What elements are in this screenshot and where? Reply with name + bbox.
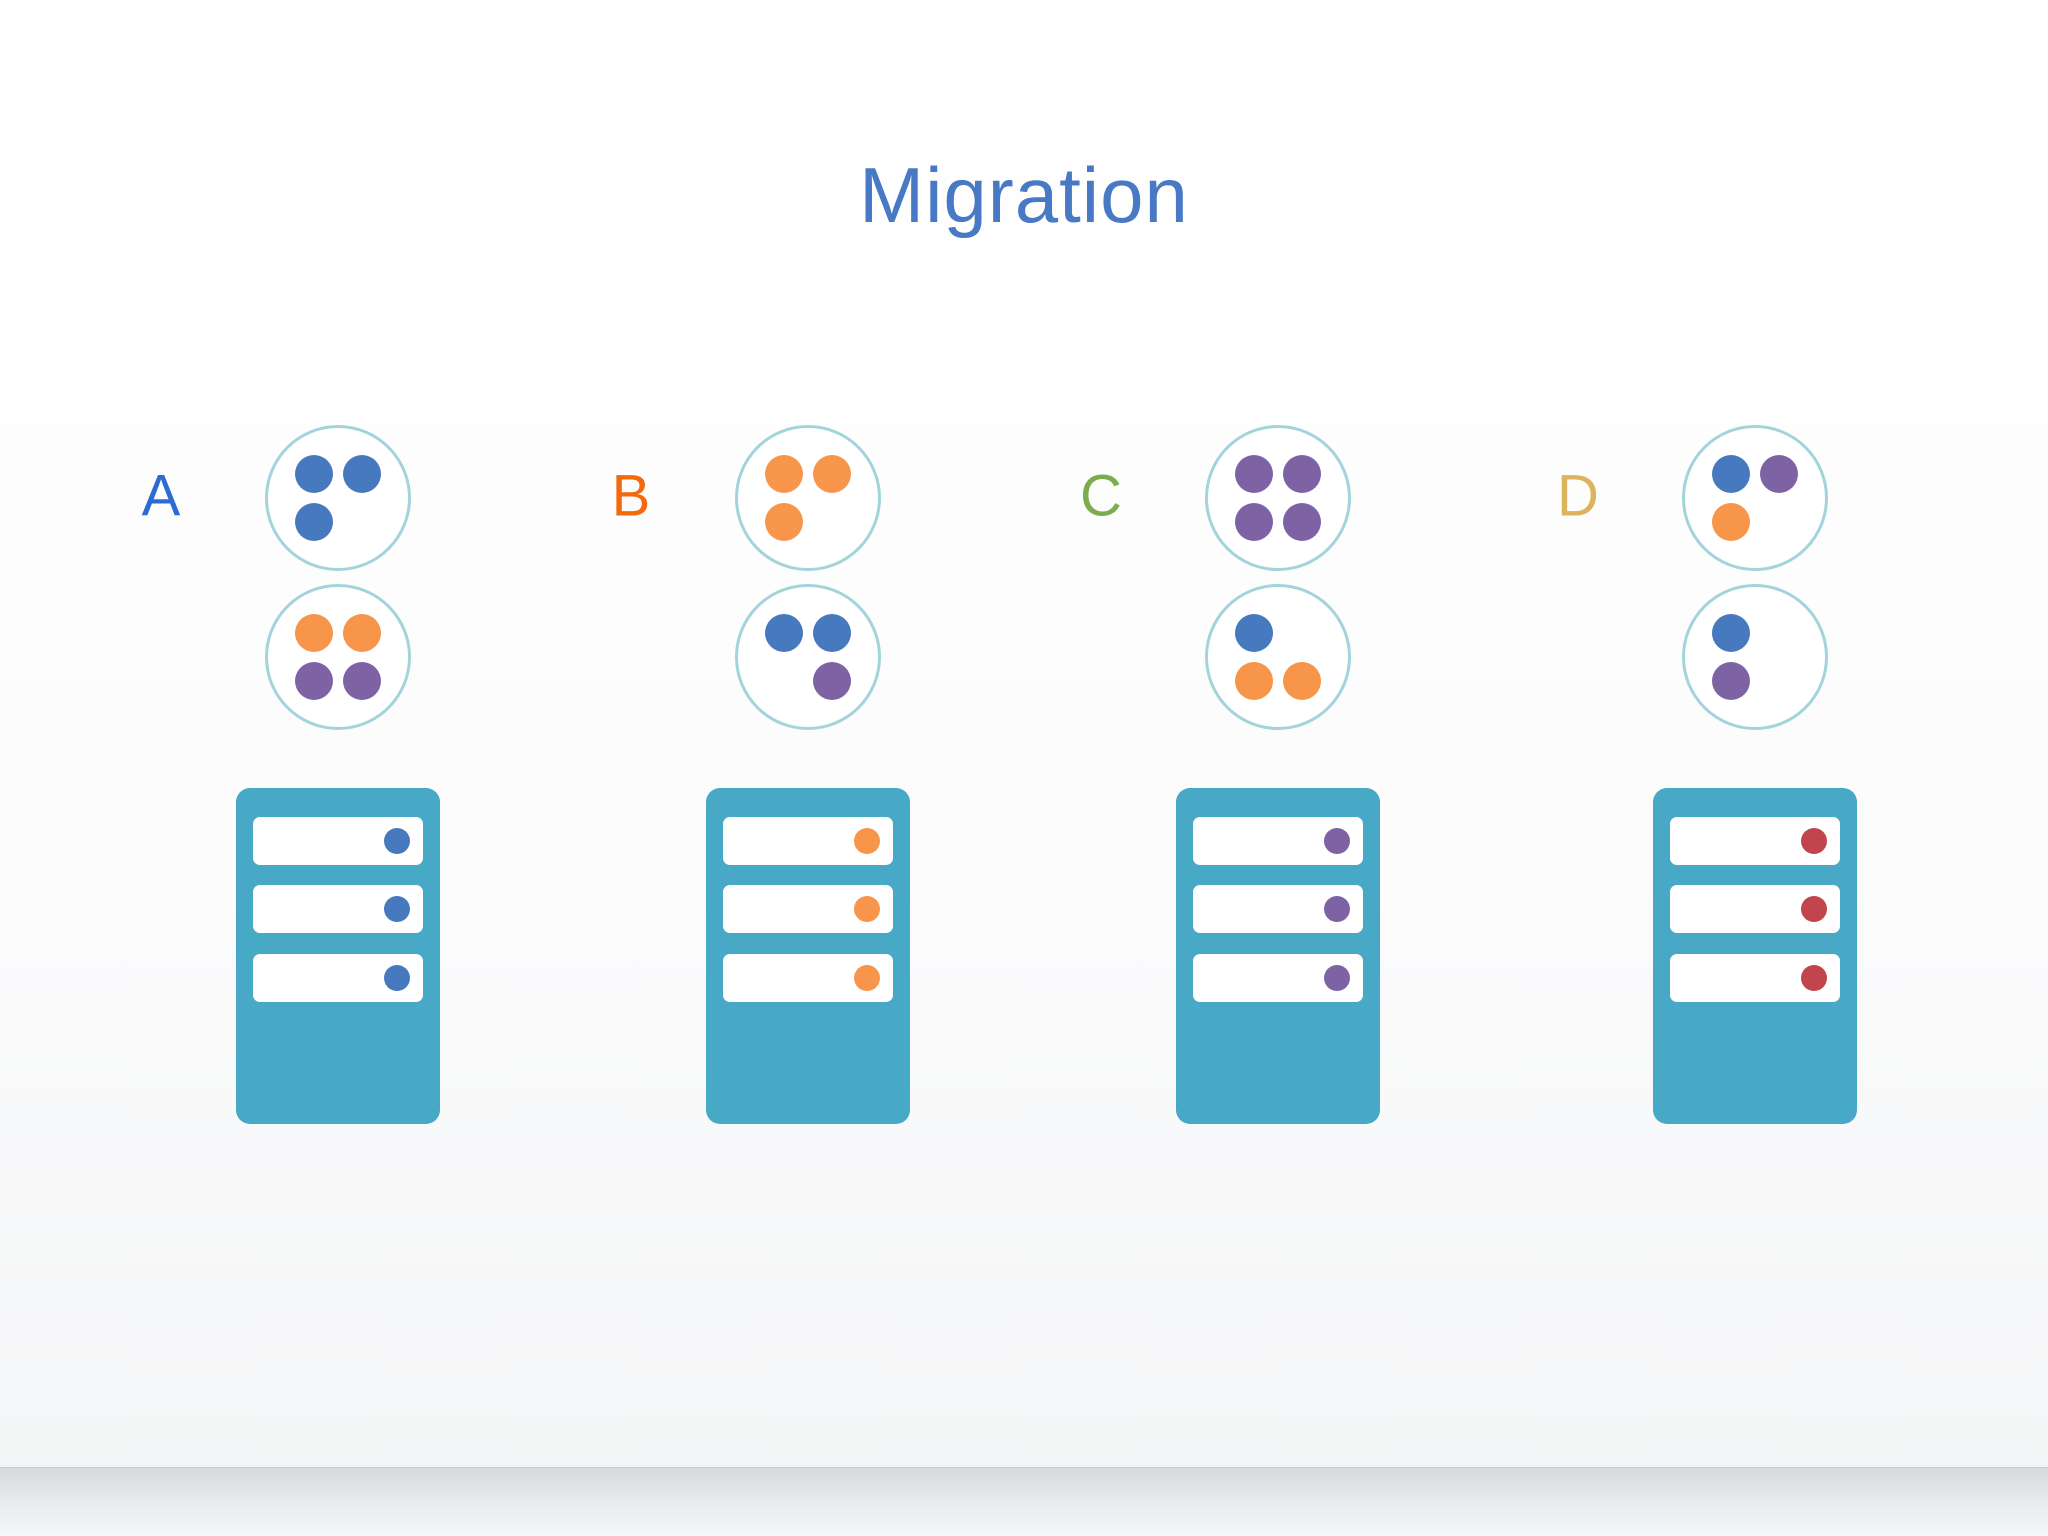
server-slot <box>1670 817 1840 865</box>
server-slot <box>253 817 423 865</box>
vm-pool-circle <box>735 584 881 730</box>
host-label: C <box>1080 463 1122 529</box>
vm-pool-circle <box>1205 584 1351 730</box>
vm-dot <box>765 614 803 652</box>
vm-pool-circle <box>1682 584 1828 730</box>
led-dot <box>1324 965 1350 991</box>
server-slot <box>253 885 423 933</box>
vm-dot <box>1235 503 1273 541</box>
led-dot <box>1324 896 1350 922</box>
server-slot <box>1193 817 1363 865</box>
led-dot <box>1801 965 1827 991</box>
vm-pool-circle <box>735 425 881 571</box>
server-slot <box>723 885 893 933</box>
vm-dot <box>1235 614 1273 652</box>
led-dot <box>1801 896 1827 922</box>
server-slot <box>1193 954 1363 1002</box>
vm-dot <box>1760 455 1798 493</box>
vm-dot <box>765 503 803 541</box>
vm-dot <box>1712 662 1750 700</box>
vm-dot <box>813 614 851 652</box>
vm-dot <box>295 503 333 541</box>
server-slot <box>253 954 423 1002</box>
vm-dot <box>295 455 333 493</box>
vm-dot <box>1712 503 1750 541</box>
vm-pool-circle <box>265 584 411 730</box>
vm-dot <box>1712 614 1750 652</box>
vm-dot <box>295 662 333 700</box>
server-icon <box>236 788 440 1124</box>
server-icon <box>706 788 910 1124</box>
vm-dot <box>1712 455 1750 493</box>
led-dot <box>384 896 410 922</box>
vm-dot <box>343 455 381 493</box>
vm-pool-circle <box>1205 425 1351 571</box>
led-dot <box>384 965 410 991</box>
host-label: A <box>141 463 181 529</box>
vm-dot <box>1235 455 1273 493</box>
footer-bar <box>0 1467 2048 1536</box>
slide-title: Migration <box>859 151 1189 239</box>
vm-dot <box>1283 455 1321 493</box>
vm-pool-circle <box>265 425 411 571</box>
led-dot <box>854 965 880 991</box>
server-slot <box>1670 885 1840 933</box>
vm-dot <box>343 662 381 700</box>
vm-dot <box>765 455 803 493</box>
host-label: D <box>1557 463 1599 529</box>
vm-dot <box>1283 503 1321 541</box>
vm-dot <box>813 455 851 493</box>
led-dot <box>854 828 880 854</box>
server-slot <box>723 954 893 1002</box>
vm-dot <box>813 662 851 700</box>
led-dot <box>854 896 880 922</box>
vm-dot <box>295 614 333 652</box>
vm-dot <box>343 614 381 652</box>
led-dot <box>384 828 410 854</box>
server-slot <box>1193 885 1363 933</box>
vm-dot <box>1235 662 1273 700</box>
server-slot <box>1670 954 1840 1002</box>
vm-pool-circle <box>1682 425 1828 571</box>
host-label: B <box>611 463 651 529</box>
led-dot <box>1324 828 1350 854</box>
server-icon <box>1653 788 1857 1124</box>
led-dot <box>1801 828 1827 854</box>
vm-dot <box>1283 662 1321 700</box>
server-slot <box>723 817 893 865</box>
server-icon <box>1176 788 1380 1124</box>
